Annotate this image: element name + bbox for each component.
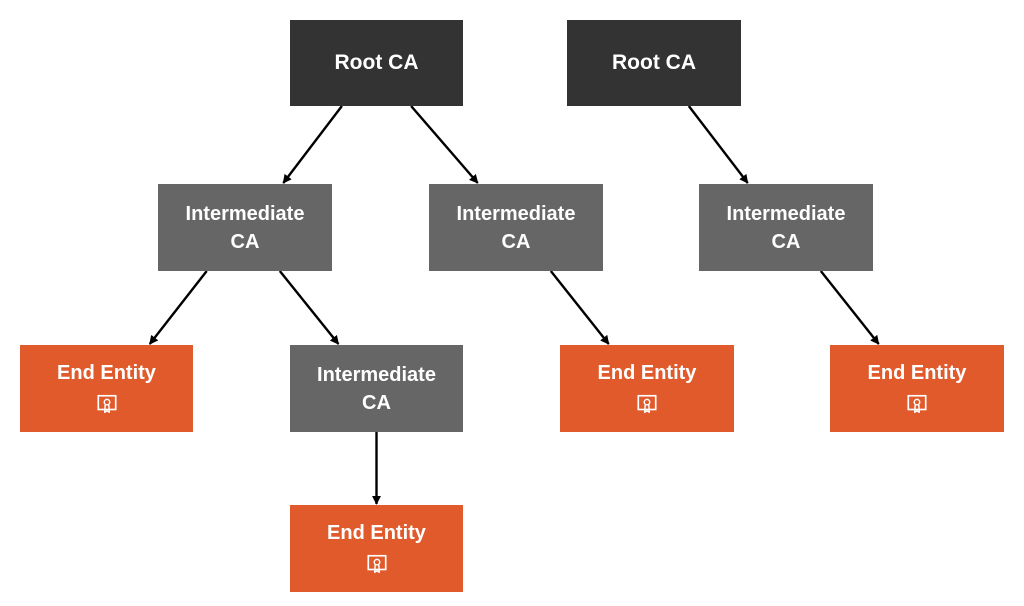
root-ca-node: Root CA	[567, 20, 741, 106]
arrow-int1-to-int4	[278, 270, 340, 345]
certificate-icon	[907, 394, 927, 413]
arrow-int1-to-end1	[148, 270, 208, 345]
arrow-int3-to-end3	[819, 270, 880, 345]
end-entity-label: End Entity	[327, 522, 426, 544]
intermediate-ca-label-line1: Intermediate	[317, 363, 436, 386]
end-entity-label: End Entity	[597, 362, 697, 384]
end-entity-label: End Entity	[867, 362, 967, 384]
intermediate-ca-label-line1: Intermediate	[726, 202, 846, 225]
intermediate-ca-node: Intermediate CA	[158, 184, 332, 271]
certificate-icon	[366, 554, 387, 573]
end-entity-node: End Entity	[290, 505, 463, 592]
root-ca-label: Root CA	[334, 51, 419, 74]
intermediate-ca-label-line2: CA	[771, 230, 801, 253]
intermediate-ca-label-line2: CA	[230, 230, 260, 253]
intermediate-ca-node: Intermediate CA	[699, 184, 873, 271]
root-ca-label: Root CA	[612, 51, 696, 74]
arrow-root2-to-int3	[687, 105, 749, 184]
certificate-icon	[96, 394, 117, 413]
intermediate-ca-node: Intermediate CA	[429, 184, 603, 271]
certificate-icon	[637, 394, 657, 413]
arrow-root1-to-int2	[410, 105, 479, 184]
arrow-root1-to-int1	[282, 105, 343, 184]
intermediate-ca-label-line2: CA	[362, 391, 391, 414]
intermediate-ca-label-line2: CA	[501, 230, 531, 253]
intermediate-ca-label-line1: Intermediate	[185, 202, 305, 225]
end-entity-node: End Entity	[830, 345, 1004, 432]
arrow-int2-to-end2	[549, 270, 610, 345]
intermediate-ca-node: Intermediate CA	[290, 345, 463, 432]
intermediate-ca-label-line1: Intermediate	[456, 202, 576, 225]
end-entity-node: End Entity	[560, 345, 734, 432]
end-entity-label: End Entity	[57, 362, 156, 384]
end-entity-node: End Entity	[20, 345, 193, 432]
root-ca-node: Root CA	[290, 20, 463, 106]
